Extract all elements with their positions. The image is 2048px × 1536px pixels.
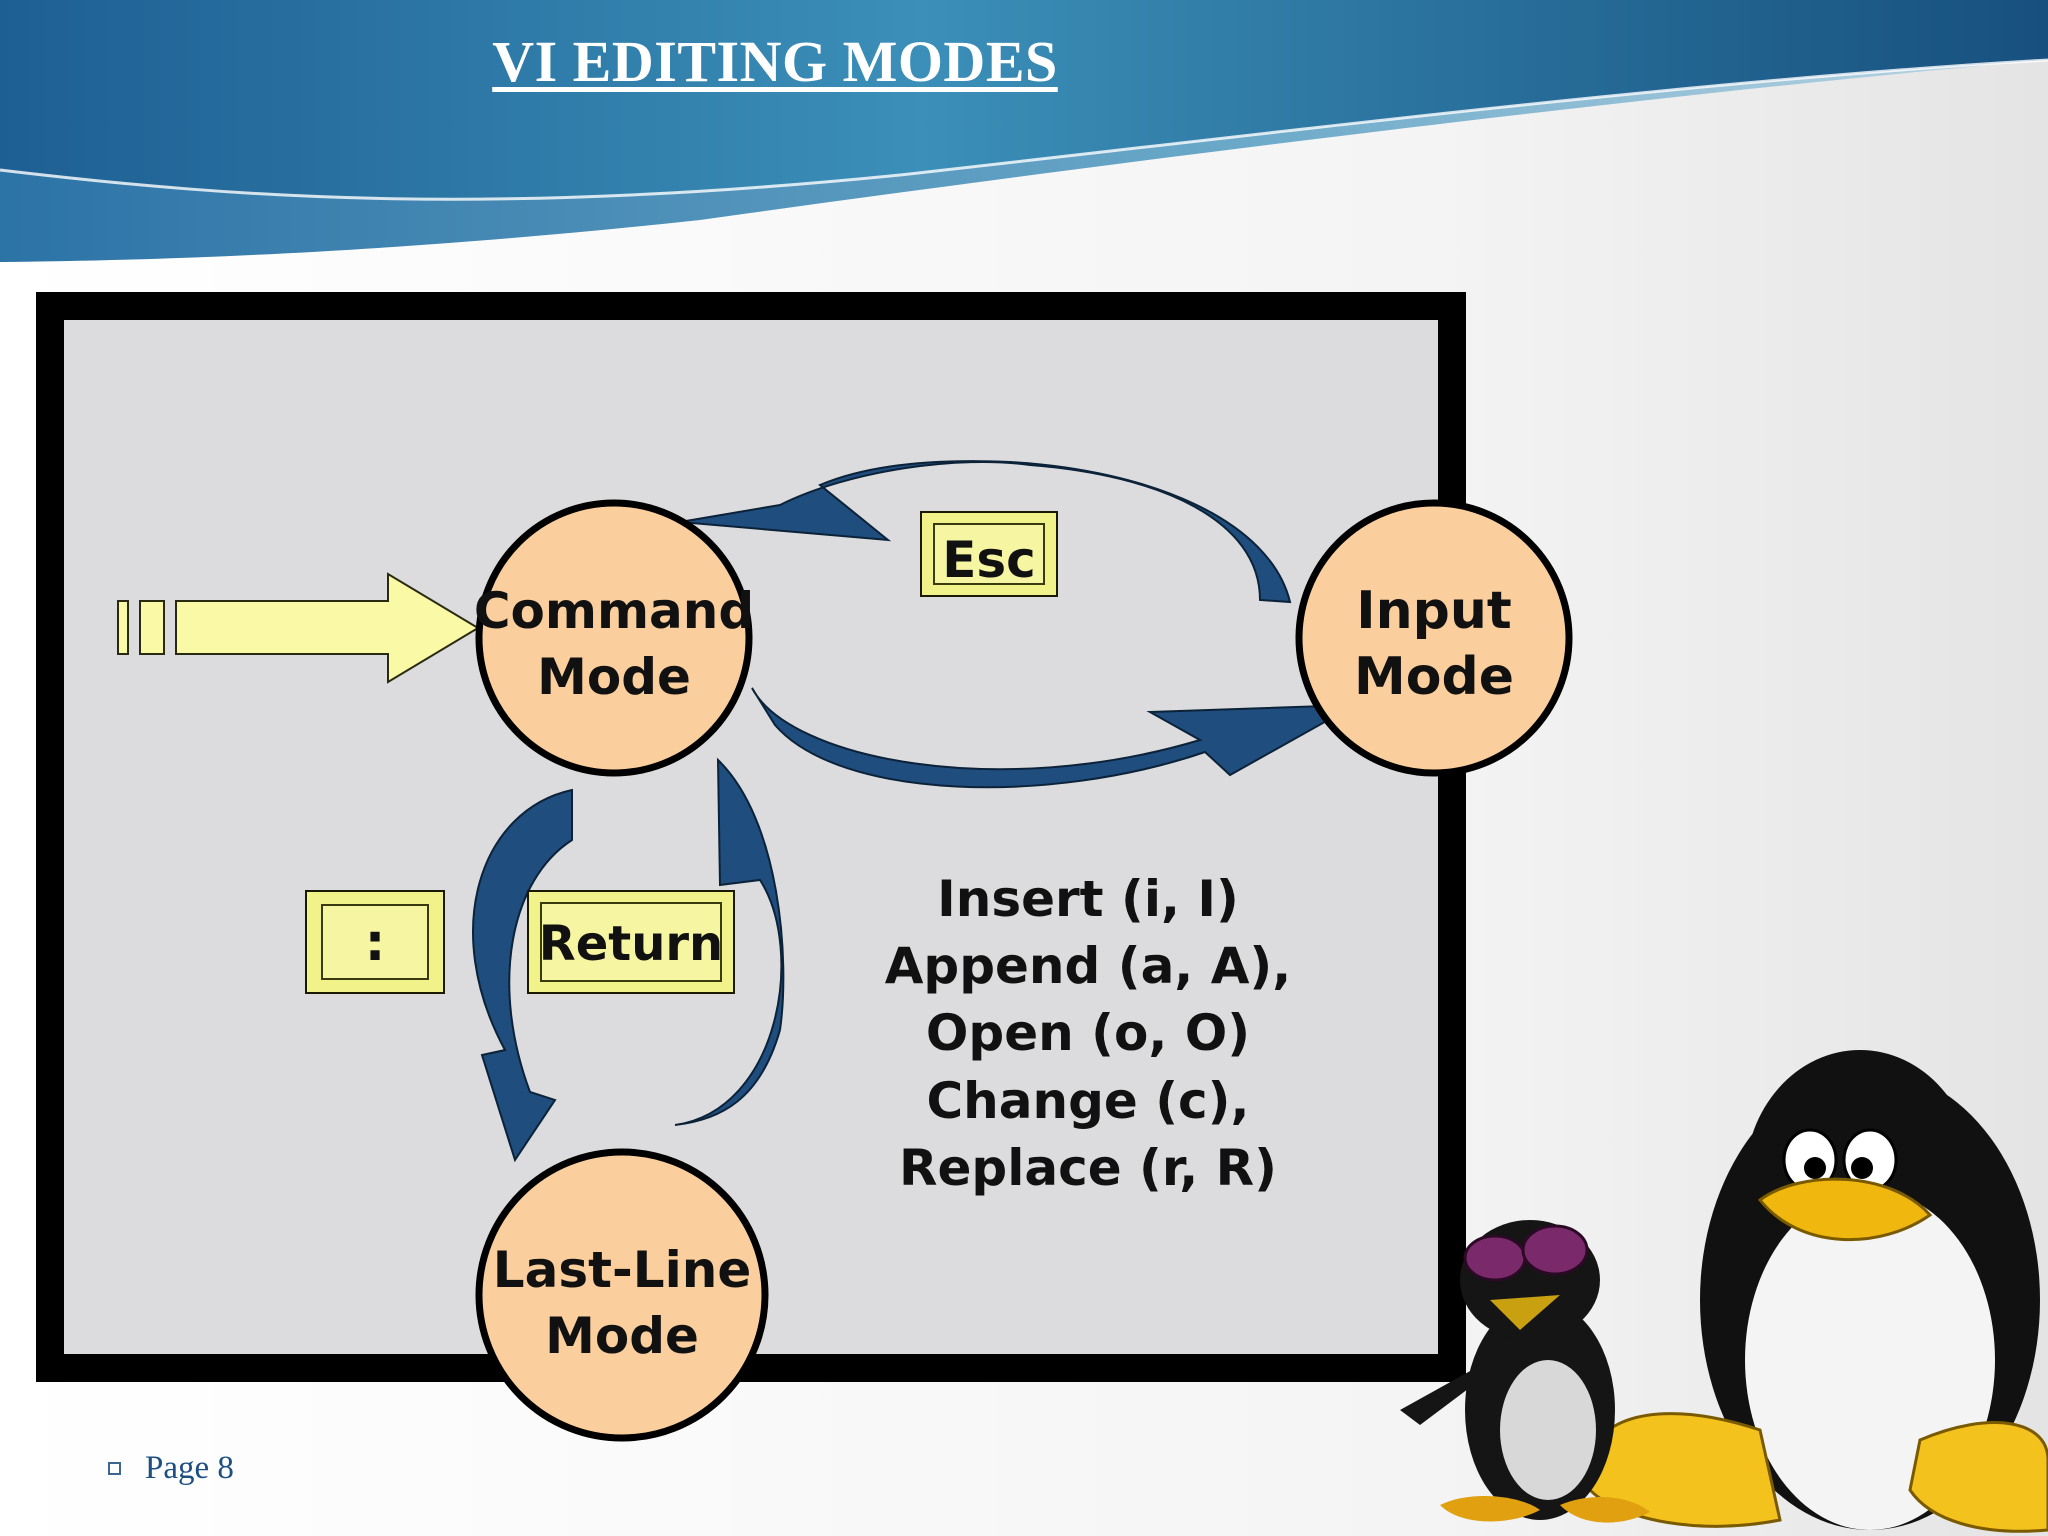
node-command-mode: Command Mode [474, 499, 754, 777]
key-return-label: Return [539, 916, 723, 972]
square-bullet-icon [108, 1461, 121, 1475]
input-command-change: Change (c), [926, 1072, 1249, 1130]
input-command-insert: Insert (i, I) [937, 870, 1239, 928]
key-colon: : [305, 890, 445, 994]
arrow-lastline-to-command [674, 757, 785, 1126]
node-input-line2: Mode [1354, 647, 1514, 707]
arrow-input-to-command [679, 460, 1292, 604]
page-footer: Page 8 [108, 1448, 234, 1488]
entry-arrow [117, 572, 480, 684]
node-input-mode: Input Mode [1295, 499, 1573, 777]
node-lastline-line1: Last-Line [493, 1241, 752, 1299]
node-command-line1: Command [474, 582, 754, 640]
page-number: Page 8 [145, 1449, 234, 1486]
key-esc: Esc [920, 511, 1058, 597]
node-command-line2: Mode [537, 648, 691, 706]
node-lastline-mode: Last-Line Mode [475, 1148, 769, 1442]
input-command-append: Append (a, A), [885, 937, 1292, 995]
key-colon-label: : [365, 913, 386, 973]
key-return: Return [527, 890, 735, 994]
arrow-command-to-lastline [472, 788, 573, 1163]
slide-title: VI EDITING MODES [492, 29, 1058, 94]
tux-large-image [1588, 1050, 2048, 1533]
input-command-replace: Replace (r, R) [899, 1139, 1277, 1197]
node-lastline-line2: Mode [545, 1307, 699, 1365]
key-esc-label: Esc [942, 531, 1036, 589]
tux-penguins-illustration [1400, 1050, 2048, 1533]
header-band [0, 0, 2048, 262]
node-input-line1: Input [1356, 581, 1511, 641]
tux-small-image [1400, 1220, 1650, 1523]
input-commands-list: Insert (i, I) Append (a, A), Open (o, O)… [885, 870, 1292, 1197]
input-command-open: Open (o, O) [926, 1004, 1250, 1062]
